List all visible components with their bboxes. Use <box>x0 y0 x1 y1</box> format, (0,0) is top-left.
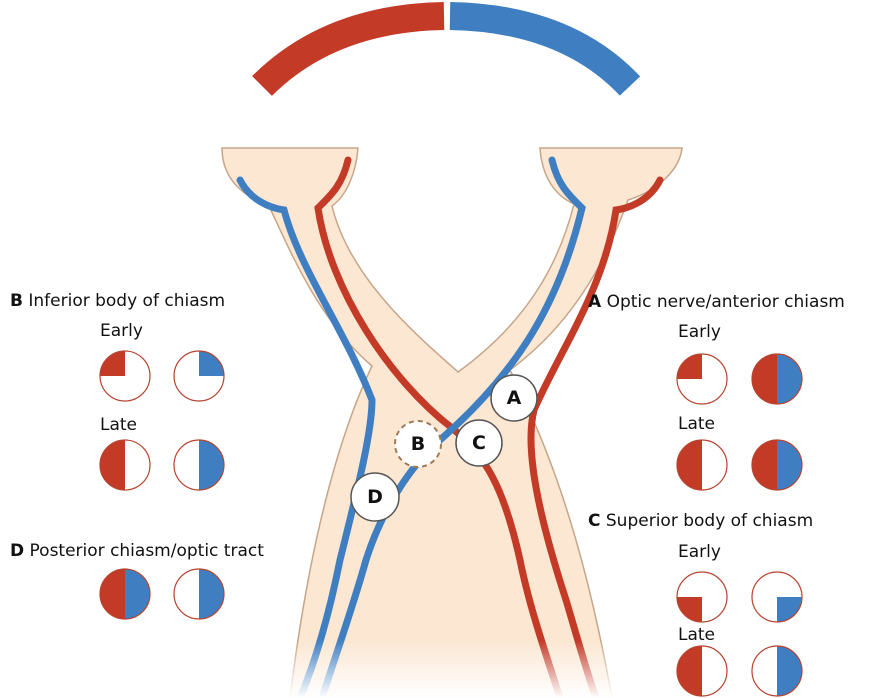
panel-c-late-right-field <box>752 646 802 696</box>
panel-c-early-right-field <box>752 572 802 622</box>
panel-a-late-left-field <box>677 440 727 490</box>
panel-b-late-label: Late <box>100 415 137 435</box>
panel-b-letter: B <box>10 291 23 311</box>
blue-right-half-defect <box>777 440 802 490</box>
marker-a[interactable]: A <box>491 375 537 421</box>
panel-c-early-label: Early <box>678 542 721 562</box>
marker-b-label: B <box>411 433 425 455</box>
marker-d-label: D <box>367 486 383 508</box>
panel-c-title: Superior body of chiasm <box>606 511 813 531</box>
panel-c-late-left-field <box>677 646 727 696</box>
panel-c: C Superior body of chiasm Early Late <box>588 511 813 696</box>
marker-a-label: A <box>507 387 522 409</box>
panel-c-heading: C Superior body of chiasm <box>588 511 813 531</box>
red-left-half-defect <box>677 646 702 696</box>
panel-b-early-label: Early <box>100 321 143 341</box>
panel-a-early-label: Early <box>678 322 721 342</box>
panel-b-late-left-field <box>100 440 150 490</box>
left-field-arc <box>262 16 444 86</box>
panel-c-late-label: Late <box>678 625 715 645</box>
panel-d-left-field <box>100 569 150 619</box>
blue-right-half-defect <box>777 646 802 696</box>
panel-b-early-left-field <box>100 351 150 401</box>
panel-d: D Posterior chiasm/optic tract <box>10 541 264 619</box>
marker-d[interactable]: D <box>351 473 399 521</box>
right-field-arc <box>450 16 630 86</box>
red-left-half-defect <box>677 440 702 490</box>
panel-a-early-left-field <box>677 354 727 404</box>
panel-a-title: Optic nerve/anterior chiasm <box>607 292 845 312</box>
panel-b-heading: B Inferior body of chiasm <box>10 291 225 311</box>
visual-field-arc <box>262 16 630 86</box>
panel-a-letter: A <box>588 292 602 312</box>
panel-b-title: Inferior body of chiasm <box>28 291 225 311</box>
blue-right-half-defect <box>199 440 224 490</box>
panel-d-letter: D <box>10 541 24 561</box>
panel-c-early-left-field <box>677 572 727 622</box>
bottom-fade <box>280 640 620 698</box>
panel-b-early-right-field <box>174 351 224 401</box>
panel-a-heading: A Optic nerve/anterior chiasm <box>588 292 845 312</box>
panel-a-early-right-field <box>752 354 802 404</box>
marker-b[interactable]: B <box>395 421 441 467</box>
panel-a-late-label: Late <box>678 414 715 434</box>
blue-right-half-defect <box>199 569 224 619</box>
red-left-half-defect <box>752 440 777 490</box>
panel-a: A Optic nerve/anterior chiasm Early Late <box>588 292 845 490</box>
red-left-half-defect <box>100 569 125 619</box>
red-left-half-defect <box>752 354 777 404</box>
panel-a-late-right-field <box>752 440 802 490</box>
panel-c-letter: C <box>588 511 600 531</box>
panel-b: B Inferior body of chiasm Early Late <box>10 291 225 490</box>
red-left-half-defect <box>100 440 125 490</box>
marker-c[interactable]: C <box>456 420 502 466</box>
panel-b-late-right-field <box>174 440 224 490</box>
blue-right-half-defect <box>777 354 802 404</box>
marker-c-label: C <box>472 432 486 454</box>
panel-d-heading: D Posterior chiasm/optic tract <box>10 541 264 561</box>
blue-right-half-defect <box>125 569 150 619</box>
panel-d-title: Posterior chiasm/optic tract <box>30 541 265 561</box>
panel-d-right-field <box>174 569 224 619</box>
